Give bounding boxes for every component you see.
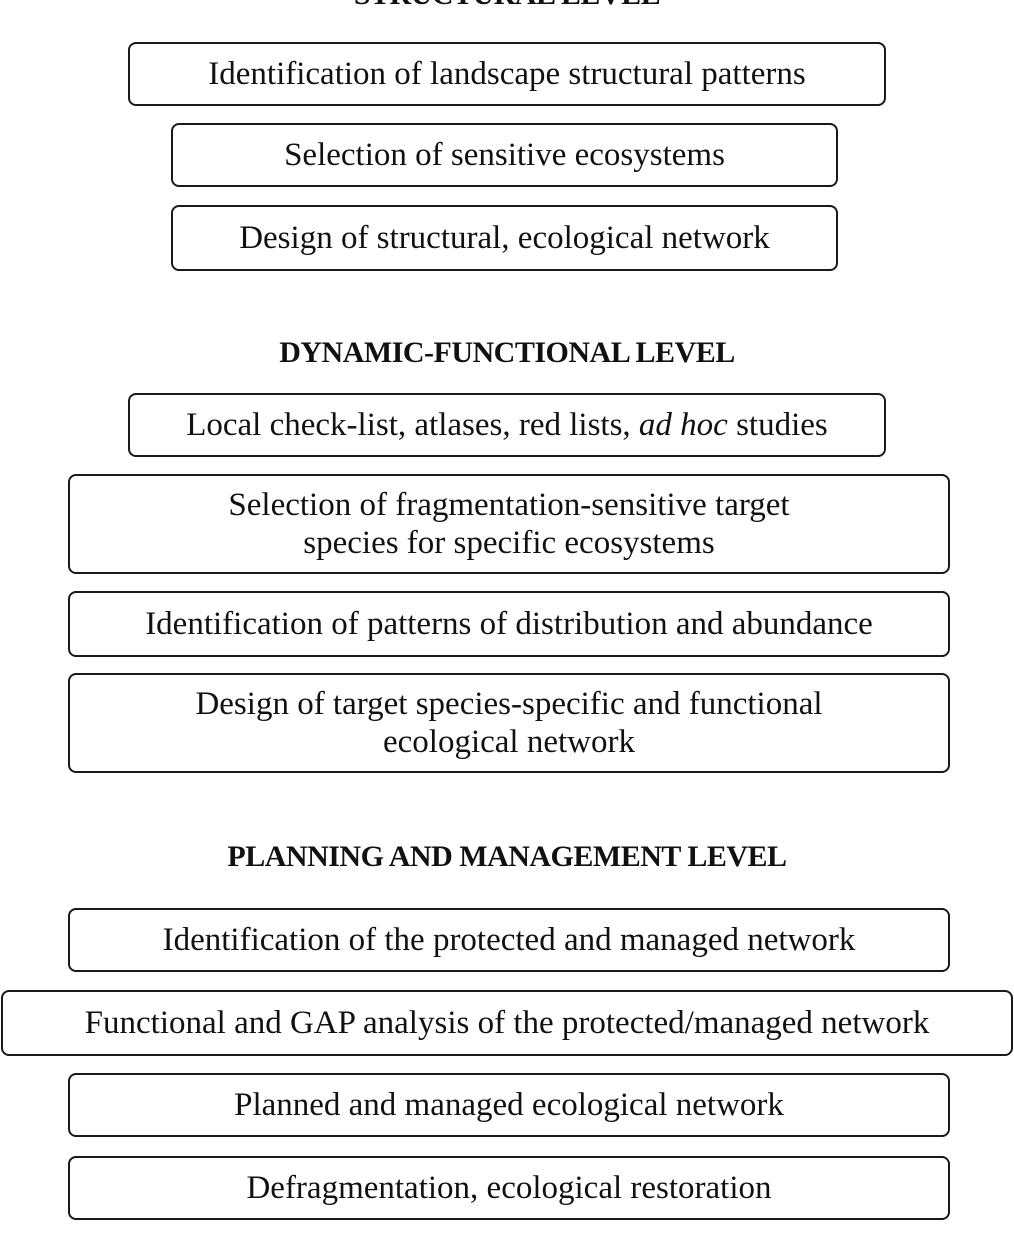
step-label: Identification of landscape structural p… xyxy=(208,56,806,92)
step-label: Selection of fragmentation-sensitive tar… xyxy=(228,486,789,562)
step-planned-managed-network: Planned and managed ecological network xyxy=(68,1073,950,1137)
step-label: Functional and GAP analysis of the prote… xyxy=(84,1005,930,1041)
step-selection-sensitive-ecosystems: Selection of sensitive ecosystems xyxy=(171,123,838,187)
step-label: Identification of patterns of distributi… xyxy=(145,606,873,642)
step-label-line: species for specific ecosystems xyxy=(303,525,715,561)
step-label-part: studies xyxy=(727,407,828,443)
step-identification-distribution-patterns: Identification of patterns of distributi… xyxy=(68,591,950,657)
step-identification-protected-network: Identification of the protected and mana… xyxy=(68,908,950,972)
step-label: Defragmentation, ecological restoration xyxy=(246,1170,772,1206)
step-defragmentation-restoration: Defragmentation, ecological restoration xyxy=(68,1156,950,1220)
step-label-line: ecological network xyxy=(383,724,635,760)
step-label-part: Local check-list, atlases, red lists, xyxy=(186,407,639,443)
step-label: Planned and managed ecological network xyxy=(234,1087,784,1123)
step-local-checklists: Local check-list, atlases, red lists, ad… xyxy=(128,393,886,457)
dynamic-functional-level-heading: DYNAMIC-FUNCTIONAL LEVEL xyxy=(279,336,735,369)
step-label: Design of target species-specific and fu… xyxy=(195,685,822,761)
step-selection-target-species: Selection of fragmentation-sensitive tar… xyxy=(68,474,950,574)
planning-management-level-heading: PLANNING AND MANAGEMENT LEVEL xyxy=(227,840,787,873)
step-label-italic: ad hoc xyxy=(638,407,728,443)
step-label: Selection of sensitive ecosystems xyxy=(284,137,725,173)
step-label-line: Selection of fragmentation-sensitive tar… xyxy=(228,487,790,523)
step-gap-analysis: Functional and GAP analysis of the prote… xyxy=(1,990,1013,1056)
step-design-functional-network: Design of target species-specific and fu… xyxy=(68,673,950,773)
step-label: Local check-list, atlases, red lists, ad… xyxy=(186,406,828,444)
step-identification-landscape-patterns: Identification of landscape structural p… xyxy=(128,42,886,106)
step-label: Design of structural, ecological network xyxy=(239,220,770,256)
structural-level-heading: STRUCTURAL LEVEL xyxy=(0,0,1014,12)
step-label: Identification of the protected and mana… xyxy=(162,922,856,958)
step-design-structural-network: Design of structural, ecological network xyxy=(171,205,838,271)
step-label-line: Design of target species-specific and fu… xyxy=(195,686,823,722)
